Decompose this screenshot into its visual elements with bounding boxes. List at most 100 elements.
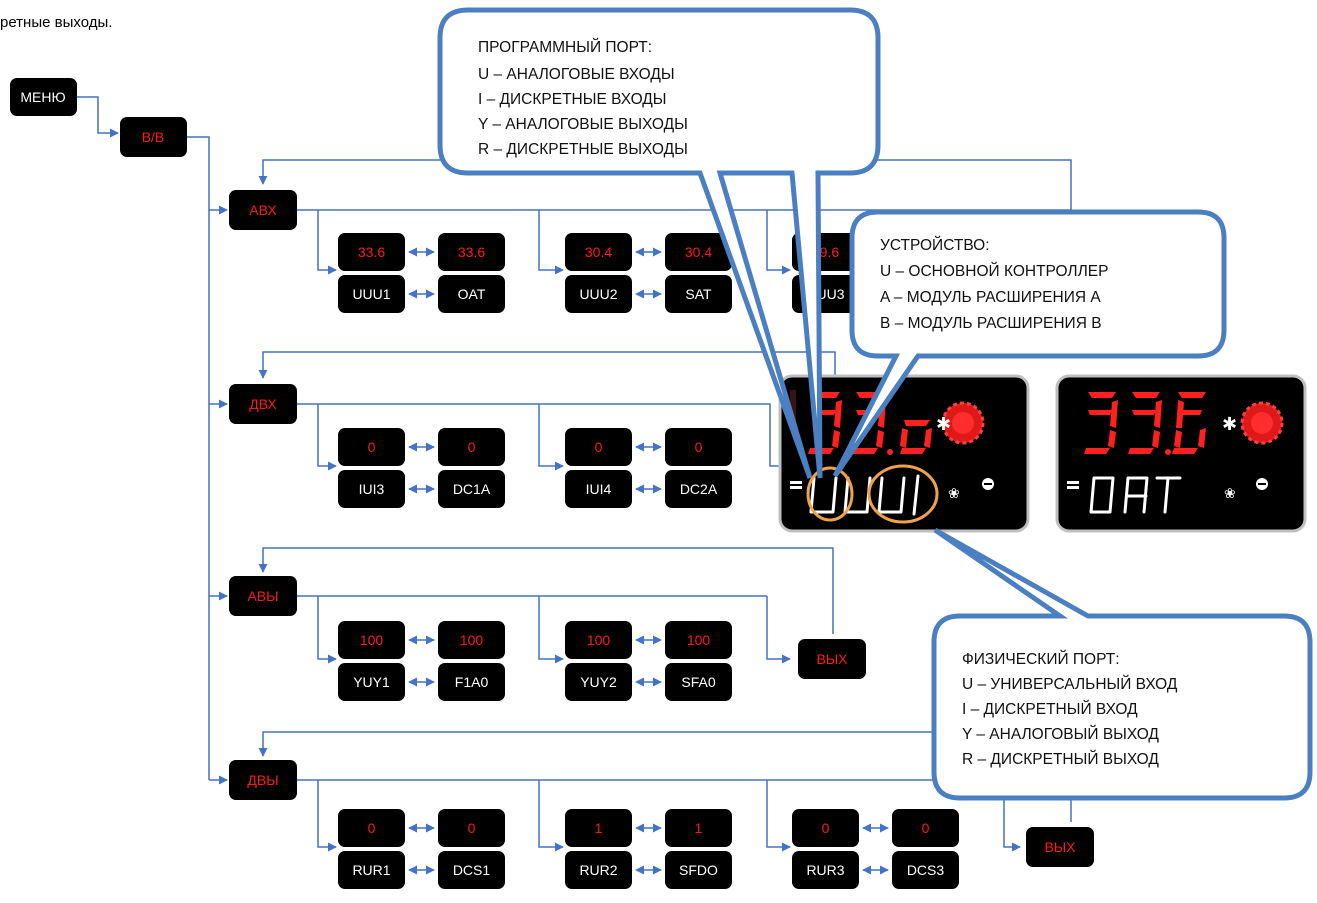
svg-text:ВЫХ: ВЫХ: [816, 651, 848, 667]
svg-text:МЕНЮ: МЕНЮ: [20, 89, 65, 105]
value-node-dvx-1b[interactable]: 0: [665, 428, 732, 466]
lcd-top-digits: ✱: [790, 390, 985, 455]
name-node-dvy-0a[interactable]: RUR1: [338, 851, 405, 889]
name-node-avy-1a-label: YUY2: [580, 674, 617, 690]
callout-line: R – ДИСКРЕТНЫЙ ВЫХОД: [962, 750, 1159, 768]
value-node-abx-0b[interactable]: 33.6: [438, 233, 505, 271]
section-dvx[interactable]: ДВХ: [229, 384, 297, 424]
section-abx[interactable]: АВХ: [229, 190, 297, 230]
callout-line: R – ДИСКРЕТНЫЕ ВЫХОДЫ: [478, 141, 688, 158]
callout-line: Y – АНАЛОГОВЫЙ ВЫХОД: [962, 725, 1159, 743]
value-node-dvx-1a[interactable]: 0: [565, 428, 632, 466]
fan-icon: ✱: [1222, 414, 1237, 435]
name-node-dvx-0a[interactable]: IUI3: [338, 470, 405, 508]
exit-node-dvy[interactable]: ВЫХ: [1026, 827, 1094, 867]
name-node-dvy-1b[interactable]: SFDO: [665, 851, 732, 889]
name-node-dvy-2a[interactable]: RUR3: [792, 851, 859, 889]
value-node-avy-0a-label: 100: [360, 632, 384, 648]
name-node-avy-0b-label: F1A0: [455, 674, 489, 690]
callout-line: I – ДИСКРЕТНЫЙ ВХОД: [962, 700, 1138, 718]
callout-program-port: ПРОГРАММНЫЙ ПОРТ: U – АНАЛОГОВЫЕ ВХОДЫ I…: [437, 7, 881, 479]
value-node-avy-1a-label: 100: [587, 632, 611, 648]
value-node-dvy-2b[interactable]: 0: [892, 809, 959, 847]
svg-text:АВЫ: АВЫ: [247, 588, 278, 604]
callout-line: U – АНАЛОГОВЫЕ ВХОДЫ: [478, 66, 675, 83]
value-node-dvy-1a[interactable]: 1: [565, 809, 632, 847]
fan-speed-icon: ❀: [1224, 486, 1236, 502]
section-avy[interactable]: АВЫ: [229, 576, 297, 616]
name-node-dvx-0b[interactable]: DC1A: [438, 470, 505, 508]
lcd-display-right: ✱ ❀: [1055, 374, 1307, 533]
name-node-dvx-1a[interactable]: IUI4: [565, 470, 632, 508]
name-node-dvy-2a-label: RUR3: [806, 862, 844, 878]
exit-node-avy[interactable]: ВЫХ: [798, 639, 866, 679]
name-node-avy-0b[interactable]: F1A0: [438, 663, 505, 701]
svg-text:ДВХ: ДВХ: [249, 396, 277, 412]
name-node-dvx-0a-label: IUI3: [359, 481, 385, 497]
value-node-dvy-0b-label: 0: [468, 820, 476, 836]
name-node-dvy-0b-label: DCS1: [453, 862, 491, 878]
name-node-dvy-0b[interactable]: DCS1: [438, 851, 505, 889]
value-node-dvy-2b-label: 0: [922, 820, 930, 836]
value-node-avy-1a[interactable]: 100: [565, 621, 632, 659]
name-node-avy-1a[interactable]: YUY2: [565, 663, 632, 701]
value-node-dvy-1b[interactable]: 1: [665, 809, 732, 847]
value-node-abx-1a-label: 30.4: [585, 244, 612, 260]
value-node-abx-0a-label: 33.6: [358, 244, 385, 260]
value-node-dvy-1b-label: 1: [695, 820, 703, 836]
section-dvy[interactable]: ДВЫ: [229, 760, 297, 800]
value-node-abx-1b-label: 30.4: [685, 244, 712, 260]
name-node-avy-1b[interactable]: SFA0: [665, 663, 732, 701]
name-node-abx-1a[interactable]: UUU2: [565, 275, 632, 313]
name-node-dvx-1a-label: IUI4: [586, 481, 612, 497]
value-node-avy-0b-label: 100: [460, 632, 484, 648]
value-node-dvy-2a-label: 0: [822, 820, 830, 836]
svg-text:АВХ: АВХ: [249, 202, 277, 218]
svg-text:ДВЫ: ДВЫ: [247, 772, 278, 788]
name-node-dvx-1b[interactable]: DC2A: [665, 470, 732, 508]
name-node-dvx-1b-label: DC2A: [680, 481, 718, 497]
value-node-dvy-0b[interactable]: 0: [438, 809, 505, 847]
value-node-dvx-0a[interactable]: 0: [338, 428, 405, 466]
value-node-dvx-1b-label: 0: [695, 439, 703, 455]
fan-speed-icon: ❀: [948, 486, 960, 502]
name-node-abx-0b-label: OAT: [458, 286, 486, 302]
highlight-rings: [806, 464, 939, 524]
header-text: ретные выходы.: [0, 14, 113, 31]
menu-node[interactable]: МЕНЮ: [10, 78, 77, 116]
value-node-abx-1a[interactable]: 30.4: [565, 233, 632, 271]
name-node-dvy-1a-label: RUR2: [579, 862, 617, 878]
value-node-avy-1b-label: 100: [687, 632, 711, 648]
callout-device: УСТРОЙСТВО: U – ОСНОВНОЙ КОНТРОЛЛЕР A – …: [832, 209, 1227, 478]
value-node-avy-0a[interactable]: 100: [338, 621, 405, 659]
name-node-abx-0b[interactable]: OAT: [438, 275, 505, 313]
callout-line: ФИЗИЧЕСКИЙ ПОРТ:: [962, 650, 1120, 668]
value-node-avy-1b[interactable]: 100: [665, 621, 732, 659]
callout-line: Y – АНАЛОГОВЫЕ ВЫХОДЫ: [478, 116, 688, 133]
name-node-dvy-1a[interactable]: RUR2: [565, 851, 632, 889]
value-node-avy-0b[interactable]: 100: [438, 621, 505, 659]
name-node-dvy-2b[interactable]: DCS3: [892, 851, 959, 889]
name-node-avy-0a[interactable]: YUY1: [338, 663, 405, 701]
value-node-dvy-0a-label: 0: [368, 820, 376, 836]
value-node-abx-1b[interactable]: 30.4: [665, 233, 732, 271]
io-node[interactable]: В/В: [120, 117, 187, 157]
name-node-abx-1b-label: SAT: [685, 286, 712, 302]
value-node-dvx-0b[interactable]: 0: [438, 428, 505, 466]
name-node-dvx-0b-label: DC1A: [453, 481, 491, 497]
name-node-dvy-2b-label: DCS3: [907, 862, 945, 878]
callout-line: A – МОДУЛЬ РАСШИРЕНИЯ А: [880, 289, 1101, 306]
name-node-dvy-0a-label: RUR1: [352, 862, 390, 878]
svg-text:В/В: В/В: [142, 129, 165, 145]
lcd-top-digits: ✱: [1084, 392, 1284, 455]
name-node-avy-0a-label: YUY1: [353, 674, 390, 690]
value-node-dvy-2a[interactable]: 0: [792, 809, 859, 847]
value-node-dvy-0a[interactable]: 0: [338, 809, 405, 847]
lcd-display-left: ✱ ❀: [778, 374, 1030, 533]
name-node-abx-1a-label: UUU2: [579, 286, 617, 302]
value-node-abx-0a[interactable]: 33.6: [338, 233, 405, 271]
name-node-abx-1b[interactable]: SAT: [665, 275, 732, 313]
name-node-abx-0a[interactable]: UUU1: [338, 275, 405, 313]
value-node-abx-0b-label: 33.6: [458, 244, 485, 260]
